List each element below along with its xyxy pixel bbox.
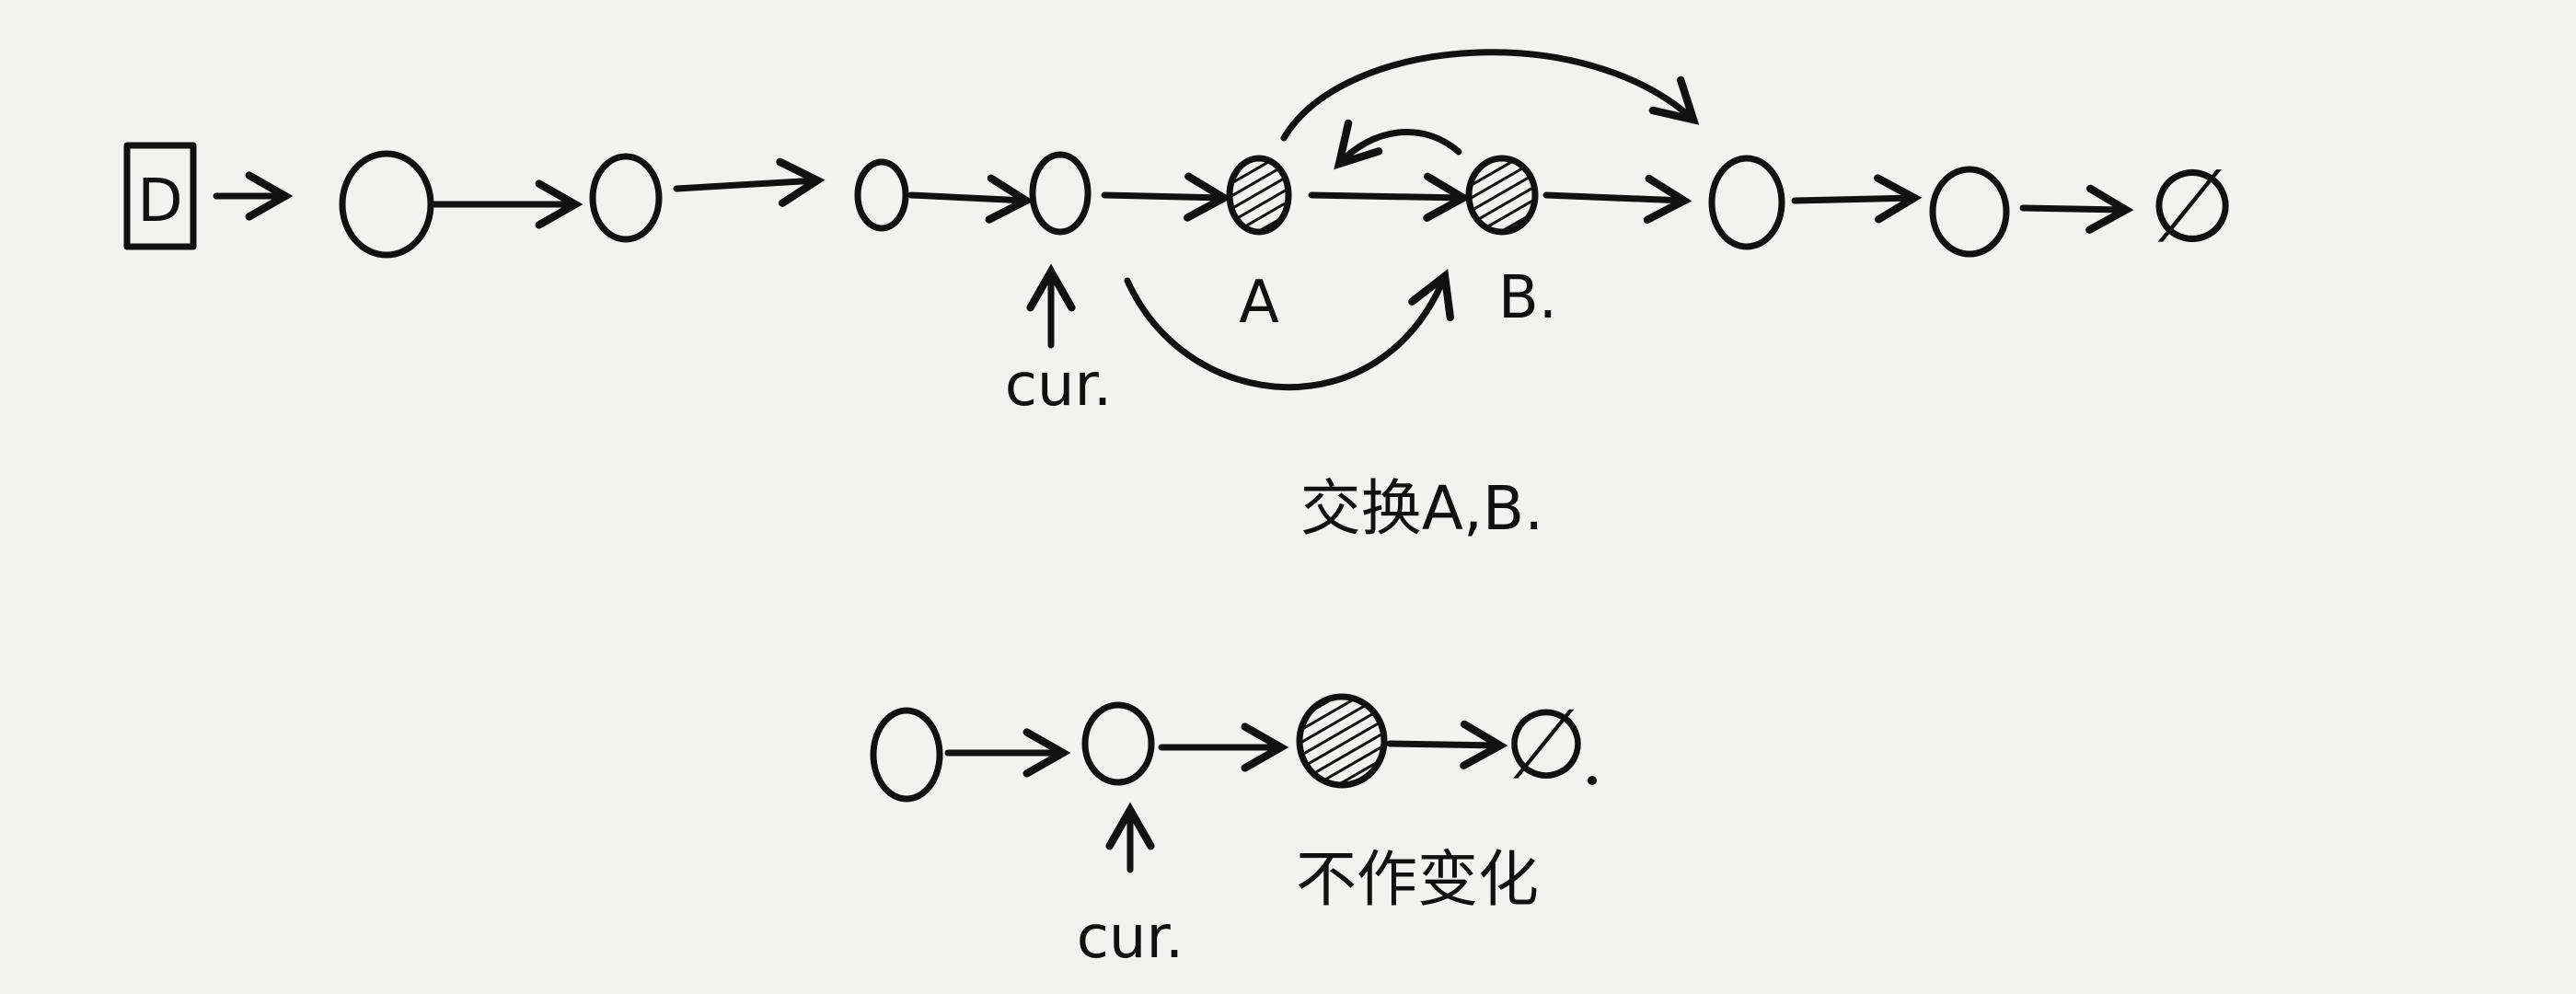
cur-label-top: cur. xyxy=(1005,352,1113,420)
null-symbol-top: ∅ xyxy=(2148,147,2236,265)
list-node-a xyxy=(1226,155,1292,236)
list-node-b xyxy=(1465,155,1539,236)
list-node-cur xyxy=(1029,151,1092,236)
no-change-caption: 不作变化 xyxy=(1296,844,1539,915)
list-node-6 xyxy=(1708,155,1785,250)
arrow-a-b xyxy=(1308,172,1472,222)
list-node-3 xyxy=(854,158,909,232)
arrow-cur-a xyxy=(1101,172,1232,222)
curve-arrow-b-to-a xyxy=(1334,119,1462,170)
arrow-n3-cur xyxy=(907,174,1034,224)
curve-arrow-a-to-next xyxy=(1280,49,1700,142)
bottom-row: ∅ cur. 不作变化 xyxy=(870,688,1597,972)
bottom-arrow-hatched-null xyxy=(1386,720,1508,769)
null-symbol-bottom: ∅ xyxy=(1504,688,1588,801)
bottom-node-1 xyxy=(870,707,943,803)
list-node-7 xyxy=(1929,166,2010,258)
arrow-n6-n7 xyxy=(1791,174,1923,224)
dummy-head-label: D xyxy=(137,168,182,236)
swap-caption: 交换A,B. xyxy=(1300,473,1543,544)
bottom-period-dot xyxy=(1588,776,1597,785)
cur-label-bottom: cur. xyxy=(1077,904,1184,972)
arrow-n7-null xyxy=(2019,184,2134,234)
curve-arrow-cur-to-b xyxy=(1124,269,1454,391)
node-a-label: A xyxy=(1239,269,1279,337)
bottom-node-cur xyxy=(1081,701,1155,786)
dummy-head-node: D xyxy=(123,142,197,250)
top-row: D A B. ∅ cur. 交换A,B. xyxy=(123,49,2236,544)
bottom-node-hatched xyxy=(1296,693,1388,789)
list-node-2 xyxy=(589,153,663,243)
node-b-label: B. xyxy=(1498,264,1557,332)
list-node-1 xyxy=(339,150,434,259)
arrow-n2-n3 xyxy=(673,157,826,207)
arrow-b-n6 xyxy=(1542,174,1692,225)
